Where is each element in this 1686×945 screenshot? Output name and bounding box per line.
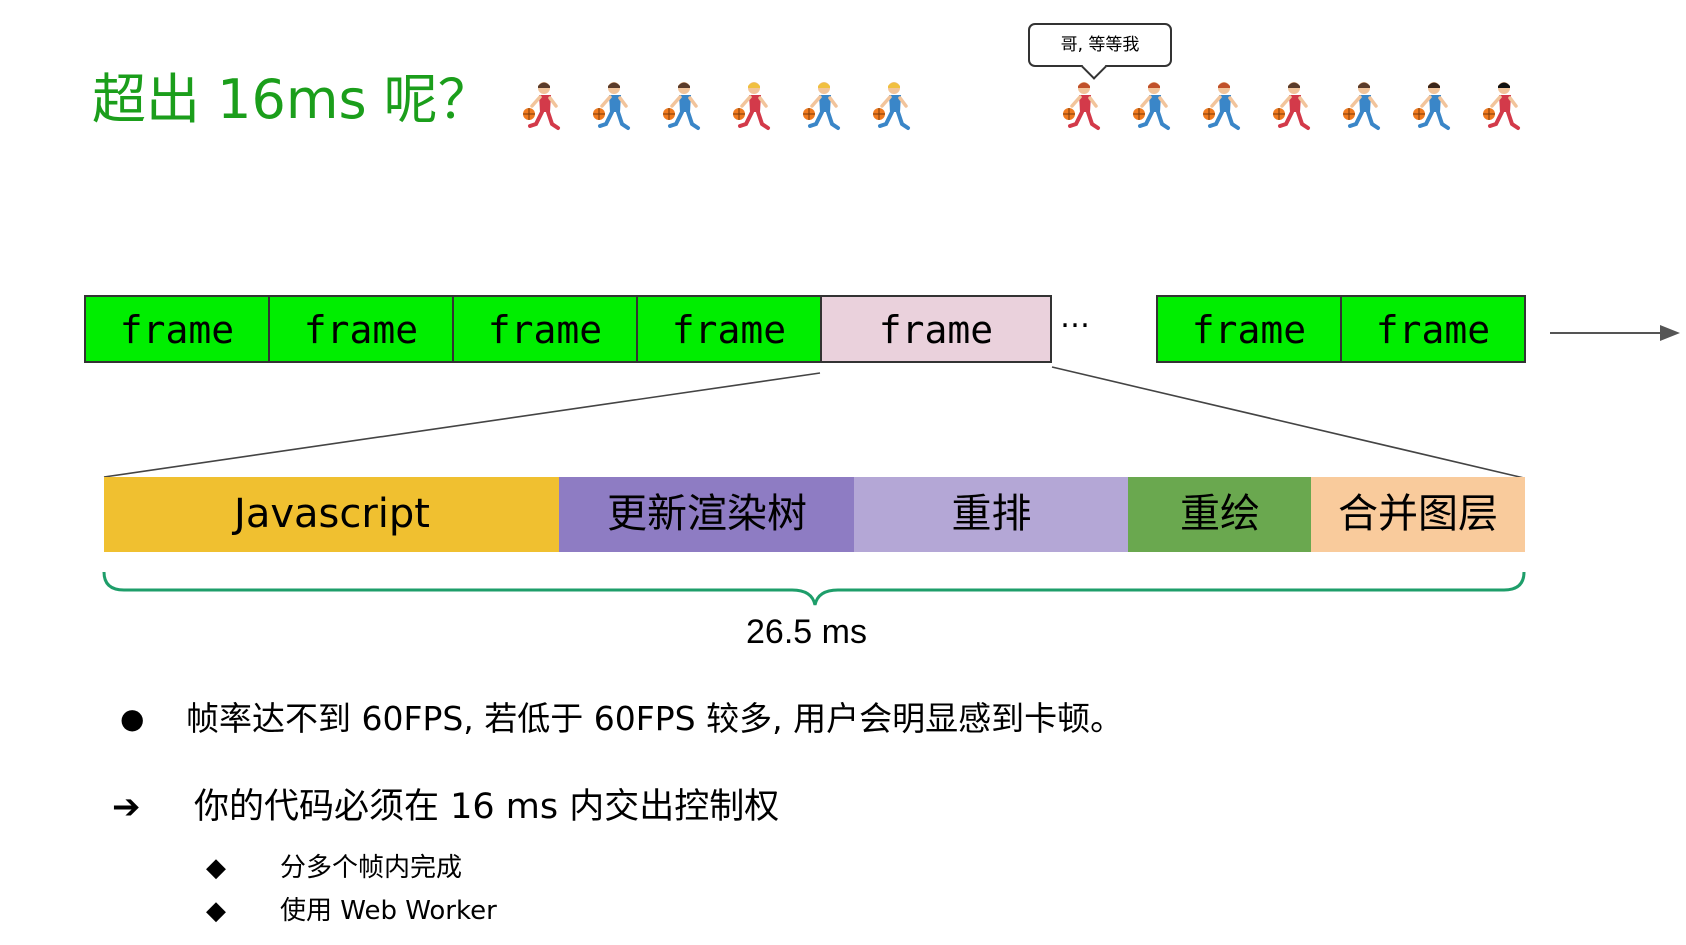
- zoom-line-left: [103, 372, 821, 478]
- note-web-worker: 使用 Web Worker: [280, 896, 497, 926]
- note-fps: 帧率达不到 60FPS, 若低于 60FPS 较多, 用户会明显感到卡顿。: [186, 699, 1124, 738]
- pipeline-update-render-tree: 更新渲染树: [559, 477, 855, 552]
- note-split-frames: 分多个帧内完成: [280, 853, 463, 883]
- frame-cell: frame: [636, 295, 822, 363]
- basketball-player-icon: [1273, 82, 1310, 130]
- basketball-player-icon: [1413, 82, 1450, 130]
- basketball-player-icon: [1343, 82, 1380, 130]
- basketball-player-icon: [1133, 82, 1170, 130]
- basketball-player-icon: [733, 82, 770, 130]
- note-16ms: 你的代码必须在 16 ms 内交出控制权: [194, 787, 780, 827]
- frame-cell: frame: [84, 295, 270, 363]
- arrow-icon: ➔: [112, 787, 141, 827]
- frame-cell: frame: [452, 295, 638, 363]
- pipeline-reflow: 重排: [854, 477, 1129, 552]
- speech-bubble-text: 哥, 等等我: [1060, 35, 1140, 55]
- frame-cell: frame: [1156, 295, 1342, 363]
- pipeline-repaint: 重绘: [1128, 477, 1312, 552]
- frame-cell: frame: [268, 295, 454, 363]
- frame-ellipsis: …: [1060, 300, 1090, 335]
- speech-bubble: 哥, 等等我: [1028, 23, 1172, 80]
- diamond-icon: ◆: [206, 896, 226, 926]
- duration-brace: [102, 571, 1526, 606]
- basketball-player-icon: [1483, 82, 1520, 130]
- slide-title: 超出 16ms 呢？: [92, 68, 492, 131]
- frame-timeline: frame frame frame frame frame frame fram…: [84, 295, 1554, 363]
- frame-cell: frame: [1340, 295, 1526, 363]
- diamond-icon: ◆: [206, 853, 226, 883]
- basketball-player-icon: [523, 82, 560, 130]
- basketball-player-icon: [873, 82, 910, 130]
- slow-frame-cell: frame: [820, 295, 1052, 363]
- timeline-arrow-head: [1660, 325, 1680, 341]
- pipeline-composite: 合并图层: [1311, 477, 1525, 552]
- zoom-line-right: [1051, 366, 1525, 479]
- basketball-player-icon: [803, 82, 840, 130]
- basketball-player-icon: [593, 82, 630, 130]
- basketball-player-icon: [1203, 82, 1240, 130]
- pipeline-javascript: Javascript: [104, 477, 560, 552]
- bullet-dot: ●: [120, 702, 145, 735]
- duration-label: 26.5 ms: [746, 613, 867, 651]
- basketball-player-icon: [1063, 82, 1100, 130]
- basketball-player-icon: [663, 82, 700, 130]
